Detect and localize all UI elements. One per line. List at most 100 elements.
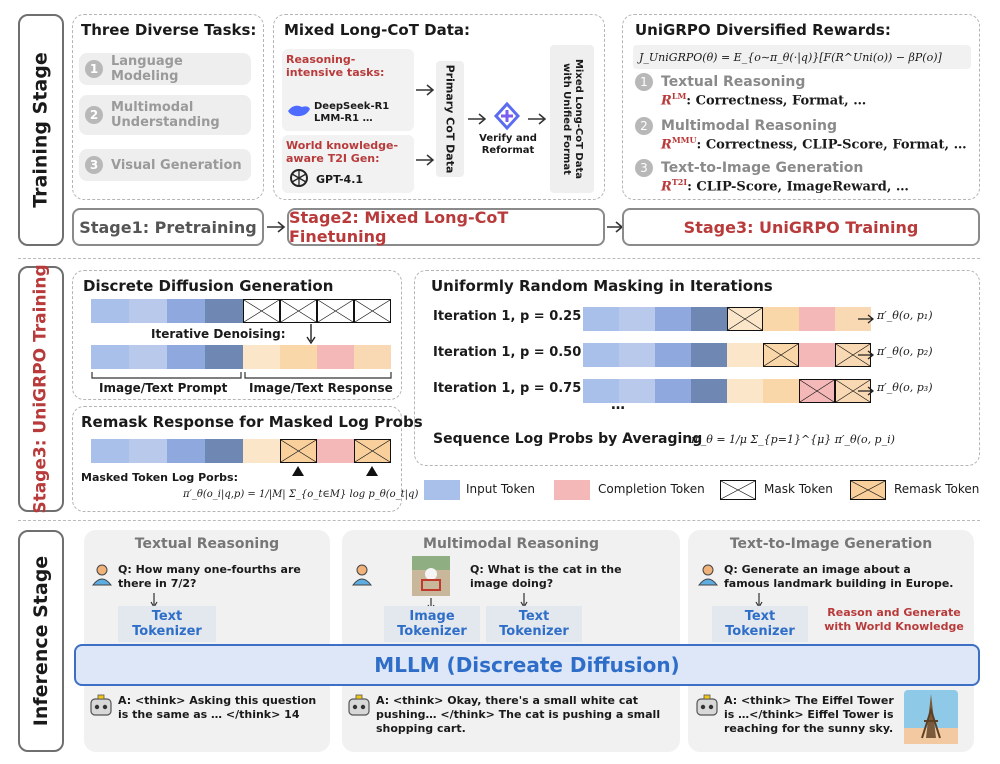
verify-label: Verify and Reformat: [479, 133, 537, 156]
stage1-box: Stage1: Pretraining: [72, 208, 264, 246]
side-label-inference-text: Inference Stage: [30, 555, 52, 727]
input-token: [91, 299, 129, 323]
remask-token: [280, 439, 317, 463]
seq-label: Sequence Log Probs by Averaging: [433, 431, 703, 447]
input-token: [655, 307, 691, 331]
user-avatar-icon: [351, 564, 373, 586]
stage2-box: Stage2: Mixed Long-CoT Finetuning: [287, 208, 605, 246]
side-label-inference: Inference Stage: [18, 530, 64, 752]
question-textual: Q: How many one-fourths are there in 7/2…: [118, 563, 301, 590]
iteration-label-1: Iteration 1, p = 0.25: [433, 309, 582, 324]
legend-remask-swatch: [850, 480, 886, 500]
task-label-visual: Visual Generation: [111, 157, 242, 173]
reward-number-3: 3: [635, 159, 653, 177]
openai-icon: [290, 169, 308, 187]
input-token: [691, 307, 727, 331]
question-t2i: Q: Generate an image about a famous land…: [724, 563, 954, 590]
robot-icon: [696, 694, 718, 716]
task-number-2: 2: [85, 106, 103, 124]
legend-input-label: Input Token: [466, 482, 536, 496]
side-label-stage3-text: Stage3: UniGRPO Training: [31, 264, 51, 514]
reasoning-source-box: Reasoning-intensive tasks: DeepSeek-R1 L…: [282, 49, 414, 131]
mask-token: [763, 343, 799, 367]
reward-title-2: Multimodal Reasoning: [661, 118, 837, 134]
reasoning-source-title: Reasoning-intensive tasks:: [286, 53, 385, 79]
image-tokenizer: Image Tokenizer: [384, 606, 480, 642]
prompt-response-brackets: [91, 372, 392, 379]
completion-token: [799, 307, 835, 331]
mixed-cot-panel: Mixed Long-CoT Data: Reasoning-intensive…: [273, 14, 605, 200]
iteration-label-2: Iteration 1, p = 0.50: [433, 345, 582, 360]
token-legend: Input Token Completion Token Mask Token …: [424, 478, 980, 502]
input-token: [583, 307, 619, 331]
input-token: [655, 379, 691, 403]
reasoning-models: DeepSeek-R1 LMM-R1 …: [314, 101, 390, 124]
robot-icon: [348, 694, 370, 716]
deepseek-icon: [288, 105, 310, 117]
denoise-arrow: [306, 324, 316, 345]
inference-title-multimodal: Multimodal Reasoning: [423, 536, 599, 552]
reward-text-3: : CLIP-Score, ImageReward, …: [687, 179, 909, 195]
legend-input-swatch: [424, 480, 460, 500]
verify-arrow: [528, 113, 547, 125]
text-tokenizer-t2i: Text Tokenizer: [712, 606, 808, 642]
input-token: [583, 343, 619, 367]
world-source-box: World knowledge-aware T2I Gen: GPT-4.1: [282, 135, 414, 193]
uniform-title: Uniformly Random Masking in Iterations: [431, 277, 773, 295]
answer-t2i: A: <think> The Eiffel Tower is …</think>…: [724, 694, 894, 735]
side-label-stage3: Stage3: UniGRPO Training: [18, 264, 64, 514]
three-tasks-title: Three Diverse Tasks:: [81, 21, 257, 39]
iteration-output-3: π′_θ(o, p₃): [877, 381, 933, 394]
remask-pointers: [292, 466, 378, 476]
input-token: [205, 345, 243, 369]
input-token: [91, 439, 129, 463]
reward-number-2: 2: [635, 117, 653, 135]
input-token: [129, 439, 167, 463]
reward-text-2: : Correctness, CLIP-Score, Format, …: [696, 137, 967, 153]
stage3-box: Stage3: UniGRPO Training: [622, 208, 980, 246]
reward-sym-1: R: [661, 93, 672, 109]
mllm-bar: MLLM (Discreate Diffusion): [74, 644, 980, 686]
reward-number-1: 1: [635, 73, 653, 91]
remask-title: Remask Response for Masked Log Probs: [81, 413, 423, 431]
reward-title-1: Textual Reasoning: [661, 74, 806, 90]
primary-arrow: [468, 113, 487, 125]
iteration-label-3: Iteration 1, p = 0.75: [433, 381, 582, 396]
mask-token: [727, 307, 763, 331]
remask-panel: Remask Response for Masked Log Probs Mas…: [72, 406, 423, 512]
task-item-multimodal: 2 Multimodal Understanding: [79, 95, 251, 135]
remask-formula: π′_θ(o_i|q,p) = 1/|M| Σ_{o_t∈M} log p_θ(…: [183, 489, 419, 500]
response-label: Image/Text Response: [249, 381, 393, 395]
divider-top: [18, 258, 980, 259]
completion-token: [317, 439, 354, 463]
answer-multimodal: A: <think> Okay, there's a small white c…: [376, 694, 661, 735]
task-label-language: Language Modeling: [111, 54, 183, 84]
completion-token: [243, 345, 280, 369]
iteration-output-arrows: [858, 314, 875, 396]
reward-title-3: Text-to-Image Generation: [661, 160, 864, 176]
task-item-visual: 3 Visual Generation: [79, 149, 251, 181]
diffusion-title: Discrete Diffusion Generation: [83, 277, 334, 295]
remask-token: [354, 439, 391, 463]
uniform-panel: Uniformly Random Masking in Iterations I…: [414, 270, 980, 466]
divider-bottom: [18, 520, 980, 521]
reward-sym-2: R: [661, 137, 672, 153]
unified-data-label: Mixed Long-CoT Data with Unified Format: [561, 58, 584, 179]
completion-token: [763, 307, 799, 331]
input-token: [205, 299, 243, 323]
source-arrows: [416, 84, 435, 166]
iteration-dots: …: [611, 397, 625, 413]
input-token: [655, 343, 691, 367]
input-token: [619, 307, 655, 331]
input-token: [91, 345, 129, 369]
answer-textual: A: <think> Asking this question is the s…: [118, 694, 317, 721]
unified-data-box: Mixed Long-CoT Data with Unified Format: [550, 45, 594, 193]
iteration-output-2: π′_θ(o, p₂): [877, 345, 933, 358]
stage1-arrow: [267, 221, 286, 233]
input-token: [691, 343, 727, 367]
completion-token: [354, 345, 391, 369]
input-token: [129, 345, 167, 369]
rewards-title: UniGRPO Diversified Rewards:: [635, 21, 891, 39]
